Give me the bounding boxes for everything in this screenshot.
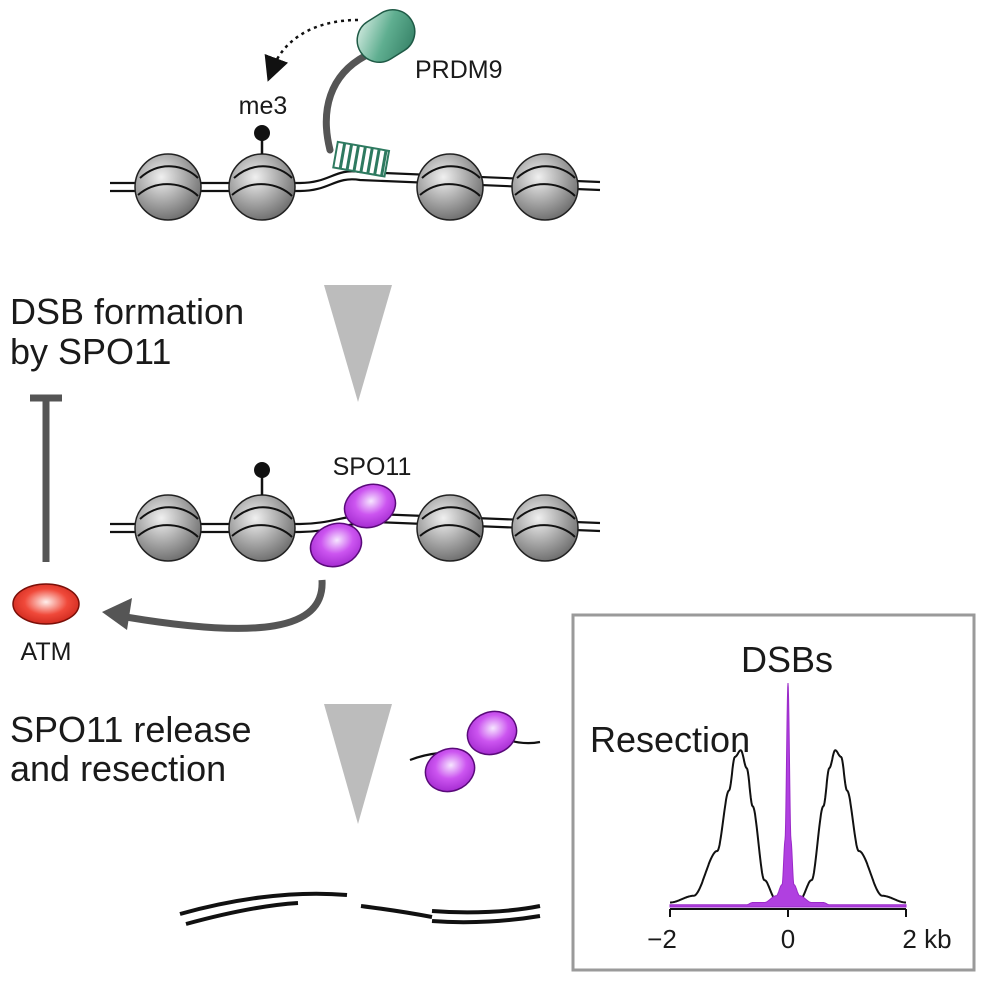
nucleosome-2 (228, 153, 296, 221)
prdm9-label: PRDM9 (415, 56, 503, 84)
me3-mark-mid (254, 462, 270, 495)
atm-label: ATM (21, 638, 72, 666)
nucleosome-4 (511, 153, 579, 221)
prdm9-set-domain (356, 9, 416, 63)
spo11-dimer (309, 483, 397, 568)
resection-label: Resection (590, 719, 750, 760)
inset-frame (571, 613, 976, 972)
step2-label-line1: SPO11 release (10, 709, 251, 750)
step1-label-line1: DSB formation (10, 291, 244, 332)
step-arrow-1 (324, 285, 392, 402)
prdm9-linker (322, 52, 369, 154)
atm-protein (12, 583, 80, 625)
dsbs-label: DSBs (741, 639, 833, 680)
step1-label-line2: by SPO11 (10, 331, 171, 372)
inset-chart: −2 0 2 kb DSBs Resection (571, 613, 976, 972)
atm-activation-arrowhead (102, 598, 132, 630)
nucleosome-3 (416, 153, 484, 221)
top-chromatin: me3 PRDM9 (110, 9, 601, 221)
nucleosome-5 (134, 494, 202, 562)
nucleosome-1 (134, 153, 202, 221)
dsb-profile (669, 682, 907, 908)
resected-dna (179, 891, 541, 926)
nucleosome-7 (416, 494, 484, 562)
spo11-label: SPO11 (333, 453, 412, 481)
atm-activation-arrow (119, 579, 326, 632)
step-arrow-2 (324, 704, 392, 824)
atm-inhibition (30, 394, 62, 562)
dna-strand-top-b (110, 178, 601, 193)
released-spo11-oligos (409, 710, 541, 793)
step2-label-line2: and resection (10, 748, 226, 789)
x-tick-label-minus2: −2 (647, 924, 677, 954)
me3-label: me3 (239, 92, 288, 120)
x-tick-label-0: 0 (781, 924, 795, 954)
nucleosome-6 (228, 494, 296, 562)
methylation-arrow (264, 18, 359, 82)
middle-chromatin: SPO11 (110, 453, 601, 568)
prdm9-zinc-finger-array (332, 140, 391, 178)
x-tick-label-2: 2 kb (902, 924, 951, 954)
me3-mark (254, 125, 270, 154)
nucleosome-8 (511, 494, 579, 562)
